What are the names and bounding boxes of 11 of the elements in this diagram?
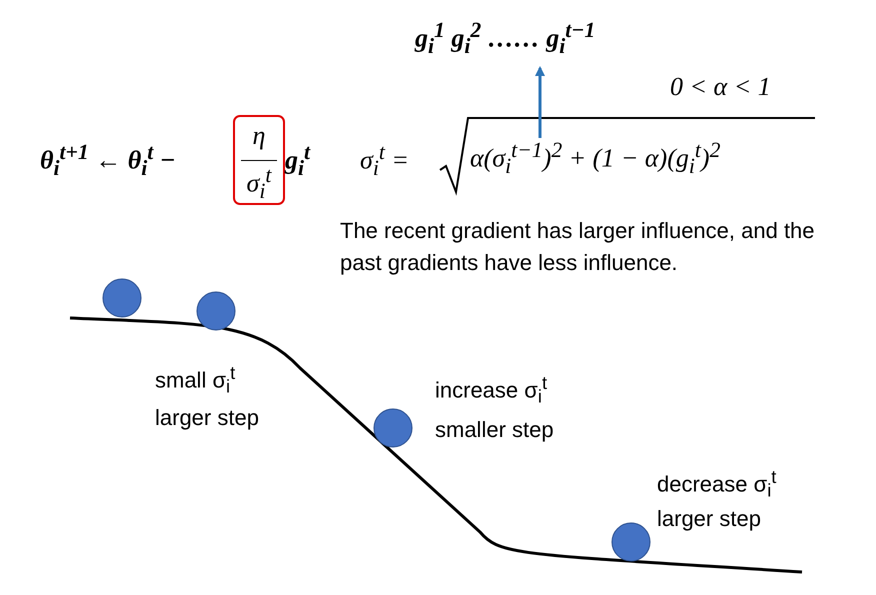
math-formula: α(σ$_{i}$$^{t−1}$)$^{2}$ + (1 − α)(g$_{i}$$^{t}$)$^{2}$	[470, 138, 720, 179]
math-formula: θ$_{i}$$^{t+1}$ ← θ$_{i}$$^{t}$ −	[40, 140, 176, 181]
curve-label: larger step	[657, 506, 761, 532]
curve-label: larger step	[155, 405, 259, 431]
fraction-numerator: η	[252, 121, 266, 151]
arrow	[535, 66, 545, 138]
math-formula: 0 < α < 1	[670, 72, 771, 102]
note-text: The recent gradient has larger influence, and the past gradients have less influence.	[340, 217, 816, 277]
curve-label: smaller step	[435, 417, 554, 443]
highlight-box	[233, 115, 285, 205]
math-formula: σ$_{i}$$^{t}$ =	[360, 140, 409, 181]
